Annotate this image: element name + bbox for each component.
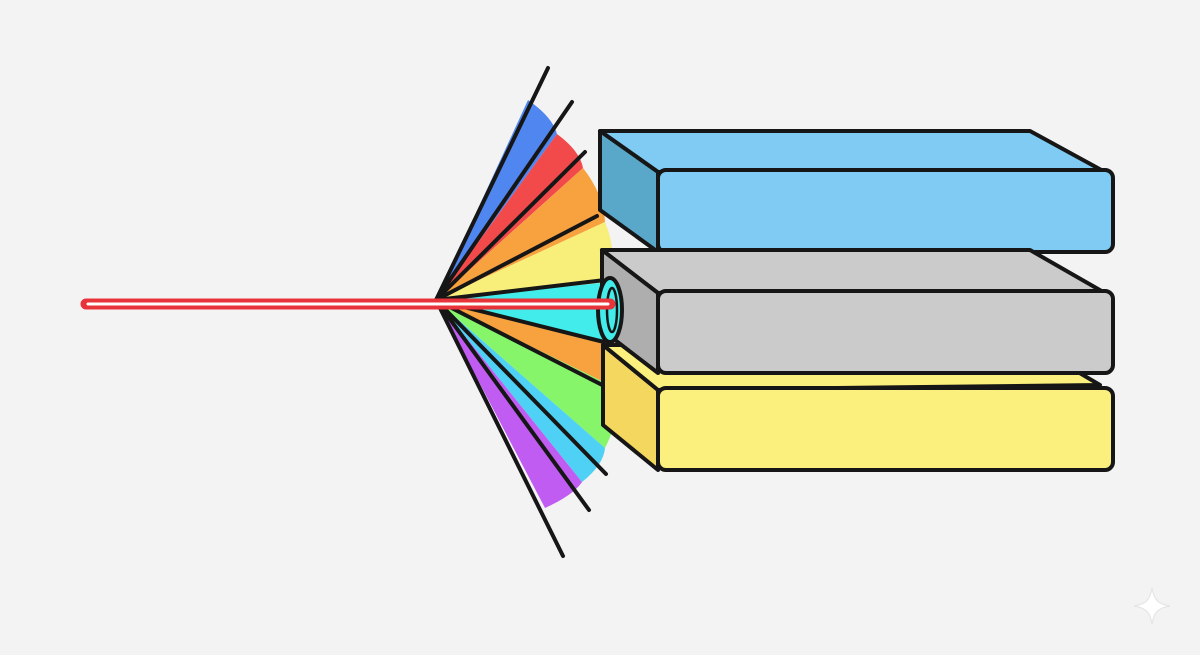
- blue-block-top: [598, 129, 1107, 174]
- spectrum-ray: [434, 278, 607, 302]
- lens-inner: [605, 286, 619, 334]
- gray-block-top: [600, 248, 1107, 295]
- lens-aperture: [596, 276, 624, 344]
- spectrum-ray: [434, 214, 599, 302]
- gray-block-front: [656, 289, 1115, 375]
- spectrum-wedge: [436, 300, 618, 448]
- spectrum-ray: [434, 66, 550, 302]
- blue-block-front: [656, 168, 1115, 254]
- spectrum-wedge: [436, 100, 557, 300]
- spectrum-wedge: [436, 222, 613, 300]
- spectrum-wedge: [436, 282, 615, 342]
- spectrum-wedge: [436, 168, 605, 300]
- spectrum-ray: [434, 298, 614, 392]
- spectrum-ray: [434, 298, 608, 476]
- spectrum-ray: [434, 298, 591, 512]
- spectrum-ray: [434, 100, 574, 302]
- gray-block: [596, 248, 1115, 375]
- spectrum-wedge: [436, 134, 583, 300]
- sparkle-icon: [1133, 587, 1171, 625]
- spectrum-rays: [434, 66, 614, 558]
- spectrum-ray: [434, 298, 565, 558]
- yellow-block-front: [656, 386, 1115, 472]
- blue-block: [598, 129, 1115, 254]
- spectrum-ray: [434, 150, 587, 302]
